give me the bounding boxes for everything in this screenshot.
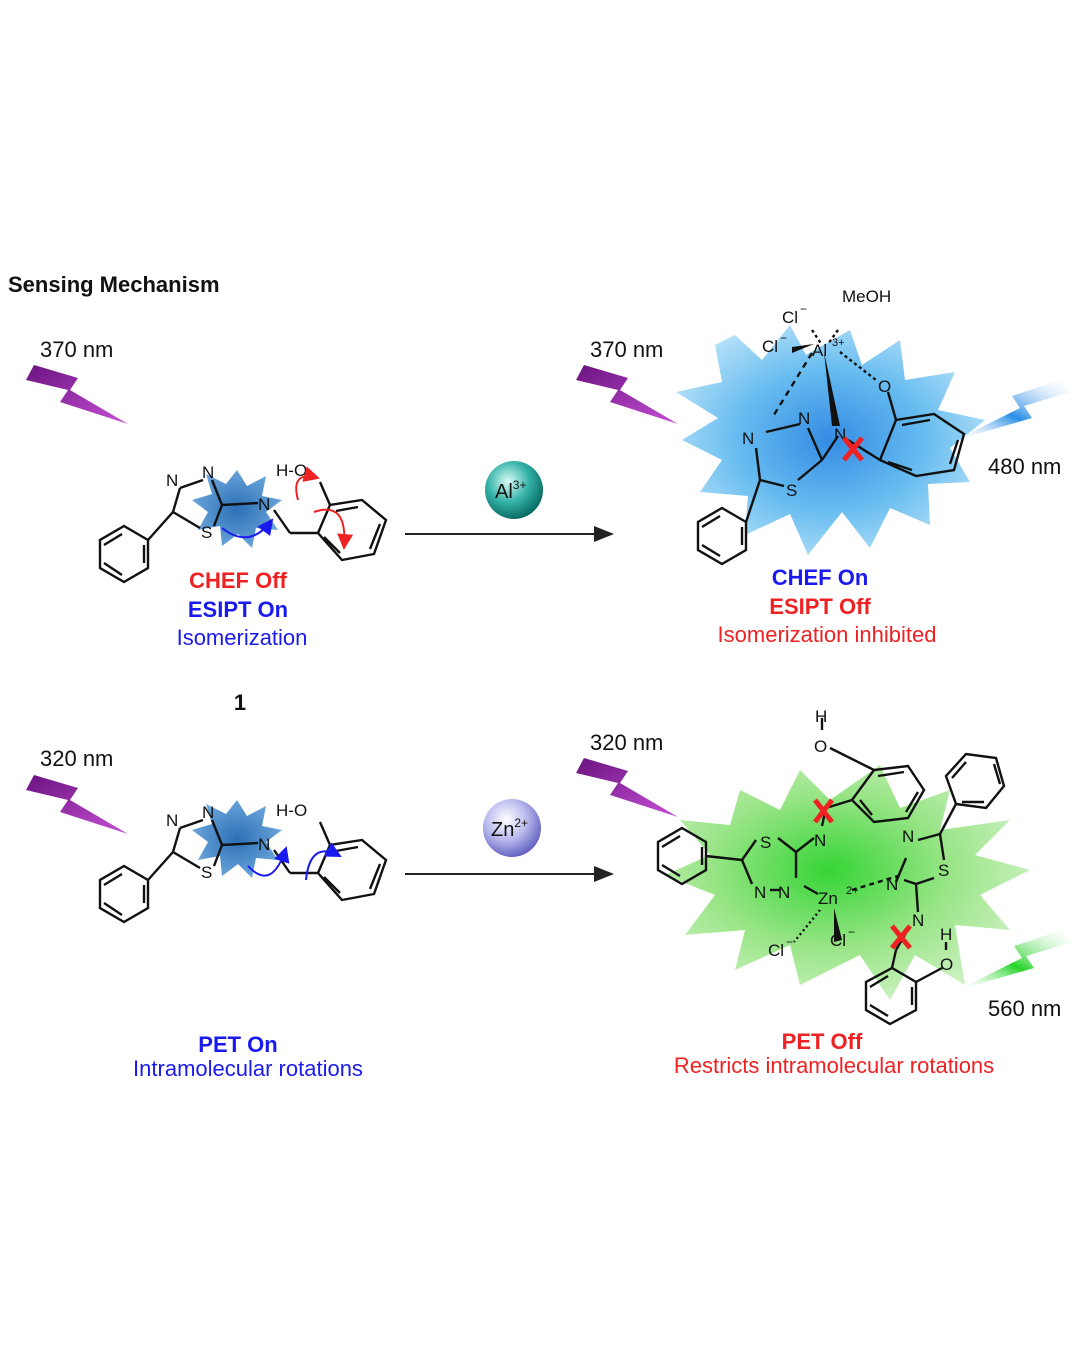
atom-al: Al [812,341,827,360]
pet-green-glow [665,765,1030,1000]
atom-cl: Cl [762,337,778,356]
atom-n: N [258,835,270,854]
top-right-emission-label: 480 nm [988,454,1061,479]
atom-cl-charge: − [800,302,807,316]
atom-o: O [940,955,953,974]
atom-n: N [166,811,178,830]
al-ion-sphere [485,461,543,519]
rotation-arrow-icon [313,508,354,550]
top-left-panel: 370 nm N N S N H-O [26,337,388,650]
zn-ion-sphere [483,799,541,857]
al-ion-label: Al [495,481,513,503]
svg-text:Al3+: Al3+ [495,478,526,503]
zn-complex-structure [656,718,1006,1026]
atom-s: S [938,861,949,880]
isomerization-arrow-icon [221,518,274,539]
atom-n: N [202,803,214,822]
atom-n: N [778,883,790,902]
bottom-left-panel: 320 nm N N S N H-O PET On Intramolecular… [26,746,388,1081]
atom-n: N [886,875,898,894]
bottom-left-pet-status: PET On [198,1032,277,1057]
bottom-left-process: Intramolecular rotations [133,1056,363,1081]
atom-n: N [798,409,810,428]
emission-bolt-icon [956,380,1070,440]
pet-glow-starburst [192,800,282,878]
atom-n: N [258,495,270,514]
atom-al-charge: 3+ [832,337,845,349]
atom-s: S [201,863,212,882]
bottom-right-pet-status: PET Off [782,1029,863,1054]
atom-cl-charge: − [848,925,855,939]
zn-ion-label: Zn [491,819,514,841]
hydroxyl-label: H-O [276,461,307,480]
zn-ion-charge: 2+ [514,816,528,830]
atom-zn-charge: 2+ [846,885,859,897]
excitation-bolt-icon [26,365,128,424]
emission-bolt-icon [958,930,1072,990]
compound-1-structure [98,478,388,584]
atom-n: N [202,463,214,482]
compound-number: 1 [234,690,246,715]
atom-n: N [742,429,754,448]
top-right-excitation-label: 370 nm [590,337,663,362]
atom-o: O [878,377,891,396]
esipt-glow-starburst [192,470,282,548]
bottom-right-emission-label: 560 nm [988,996,1061,1021]
atom-o: O [814,737,827,756]
rotation-arrow-icon [247,846,290,877]
top-right-process: Isomerization inhibited [718,622,937,647]
atom-cl: Cl [782,308,798,327]
diagram-title: Sensing Mechanism [8,272,220,297]
atom-cl: Cl [768,941,784,960]
atom-cl: Cl [830,931,846,950]
atom-n: N [902,827,914,846]
rotation-arrow-icon [305,842,342,881]
al-ion-charge: 3+ [513,478,527,492]
al-complex-structure [696,329,966,566]
top-right-esipt-status: ESIPT Off [769,594,871,619]
atom-n: N [754,883,766,902]
chef-blue-glow [676,325,985,555]
zn-cl-wedge-bond [834,908,842,942]
atom-s: S [201,523,212,542]
excitation-bolt-icon [576,365,678,424]
svg-text:Zn2+: Zn2+ [491,816,528,841]
atom-s: S [786,481,797,500]
atom-cl-charge: − [786,935,793,949]
excitation-bolt-icon [576,758,678,817]
methanol-label: MeOH [842,287,891,306]
blocked-rotation-cross-icon [842,436,864,462]
atom-cl-charge: − [780,331,787,345]
al-reaction-arrow: Al3+ [405,461,614,542]
blocked-rotation-cross-icon [890,924,912,950]
atom-zn: Zn [818,889,838,908]
bottom-left-excitation-label: 320 nm [40,746,113,771]
atom-n: N [814,831,826,850]
proton-transfer-arrow-icon [295,466,320,501]
blocked-rotation-cross-icon [813,798,834,824]
atom-n: N [166,471,178,490]
atom-h: H [940,925,952,944]
atom-h: H [815,707,827,726]
bottom-right-process: Restricts intramolecular rotations [674,1053,994,1078]
top-right-chef-status: CHEF On [772,565,869,590]
top-left-process: Isomerization [177,625,308,650]
hydroxyl-label: H-O [276,801,307,820]
al-n-wedge-bond [824,352,840,426]
excitation-bolt-icon [26,775,128,834]
bottom-right-panel: 320 nm 560 nm [576,707,1072,1078]
top-right-panel: 370 nm 480 nm N N S N [576,287,1070,647]
top-left-excitation-label: 370 nm [40,337,113,362]
atom-s: S [760,833,771,852]
atom-n: N [912,911,924,930]
zn-reaction-arrow: Zn2+ [405,799,614,882]
top-left-esipt-status: ESIPT On [188,597,288,622]
bottom-right-excitation-label: 320 nm [590,730,663,755]
top-left-chef-status: CHEF Off [189,568,287,593]
cl-wedge-bond [792,344,814,353]
